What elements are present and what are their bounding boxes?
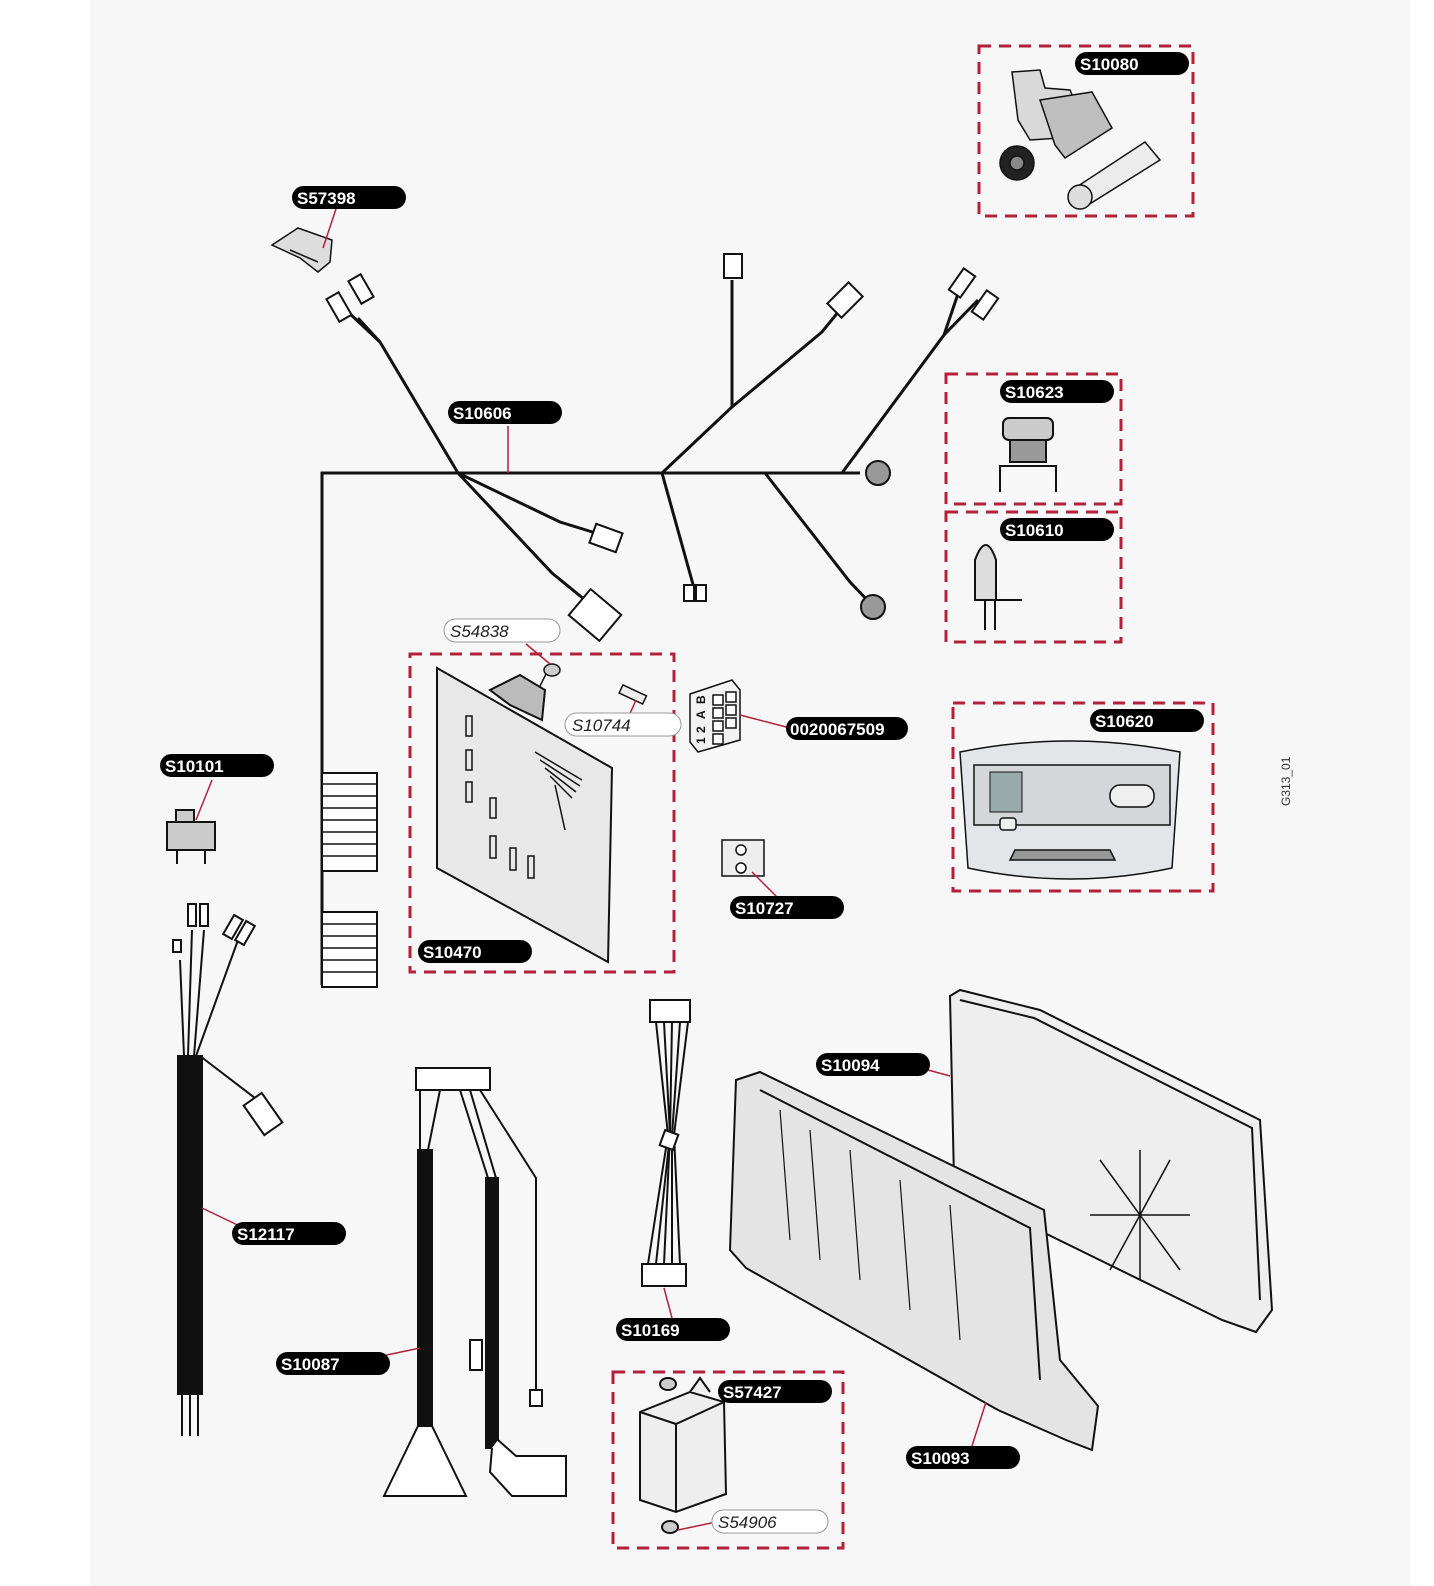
svg-text:S10169: S10169 — [621, 1321, 680, 1340]
connector-0020067509 — [689, 679, 741, 753]
switch-s10101 — [166, 809, 216, 864]
svg-text:S54906: S54906 — [718, 1513, 777, 1532]
svg-text:S10093: S10093 — [911, 1449, 970, 1468]
group-box-s10610 — [944, 510, 1123, 644]
svg-text:S57427: S57427 — [723, 1383, 782, 1402]
svg-text:S10087: S10087 — [281, 1355, 340, 1374]
label-s54906: S54906 — [711, 1509, 829, 1534]
svg-text:S54838: S54838 — [450, 622, 509, 641]
conn-text-2: 2 — [694, 726, 708, 733]
harness-s10606 — [320, 280, 980, 985]
part-s10623 — [999, 417, 1057, 492]
group-box-s10470 — [408, 652, 676, 974]
group-box-s10623 — [944, 372, 1123, 506]
housing-front-s10093 — [728, 1070, 1100, 1452]
conn-text-a: A — [694, 710, 708, 719]
svg-text:S10727: S10727 — [735, 899, 794, 918]
label-s57427: S57427 — [718, 1380, 832, 1403]
conn-text-1: 1 — [694, 737, 708, 744]
display-panel-s10620 — [959, 740, 1181, 880]
cable-s10087 — [382, 1067, 567, 1497]
screw-s54838-part — [539, 663, 561, 687]
svg-text:S10610: S10610 — [1005, 521, 1064, 540]
svg-text:S12117: S12117 — [237, 1225, 295, 1244]
label-s10610: S10610 — [1000, 518, 1114, 541]
label-p0020067509: 0020067509 — [786, 717, 908, 740]
svg-text:S10744: S10744 — [572, 716, 631, 735]
group-box-s10620 — [951, 701, 1215, 893]
svg-text:S10620: S10620 — [1095, 712, 1154, 731]
label-s10080: S10080 — [1075, 52, 1189, 75]
svg-text:0020067509: 0020067509 — [790, 720, 885, 739]
svg-text:S10623: S10623 — [1005, 383, 1064, 402]
label-s10470: S10470 — [418, 940, 532, 963]
label-s10623: S10623 — [1000, 380, 1114, 403]
figure-id: G313_01 — [1279, 756, 1293, 806]
label-s10727: S10727 — [730, 896, 844, 919]
harness-connectors — [321, 253, 1000, 988]
group-box-s10080 — [977, 44, 1195, 218]
fuse-s10744-part — [618, 683, 648, 706]
svg-text:S57398: S57398 — [297, 189, 356, 208]
label-s10101: S10101 — [160, 754, 274, 777]
label-s10094: S10094 — [816, 1053, 930, 1076]
kit-s10080-parts — [999, 69, 1162, 210]
cable-s10169 — [641, 999, 691, 1287]
svg-text:S10080: S10080 — [1080, 55, 1139, 74]
label-s54838: S54838 — [443, 618, 561, 643]
svg-text:S10094: S10094 — [821, 1056, 880, 1075]
label-s10093: S10093 — [906, 1446, 1020, 1469]
label-s10169: S10169 — [616, 1318, 730, 1341]
label-s10744: S10744 — [564, 712, 682, 737]
part-s10610 — [974, 544, 1022, 630]
svg-text:S10470: S10470 — [423, 943, 482, 962]
cable-s12117 — [172, 903, 284, 1436]
pcb-s10470 — [436, 666, 614, 964]
conn-text-b: B — [694, 695, 708, 704]
ignition-unit-s57427 — [639, 1376, 728, 1534]
label-s10087: S10087 — [276, 1352, 390, 1375]
svg-text:S10101: S10101 — [165, 757, 224, 776]
edge-connector-pins — [322, 783, 377, 973]
label-s57398: S57398 — [292, 186, 406, 209]
connector-s10727 — [721, 839, 765, 877]
label-s10606: S10606 — [448, 401, 562, 424]
label-s12117: S12117 — [232, 1222, 346, 1245]
group-box-s57427 — [611, 1370, 845, 1550]
svg-text:S10606: S10606 — [453, 404, 512, 423]
clip-s57398 — [270, 227, 333, 273]
label-s10620: S10620 — [1090, 709, 1204, 732]
